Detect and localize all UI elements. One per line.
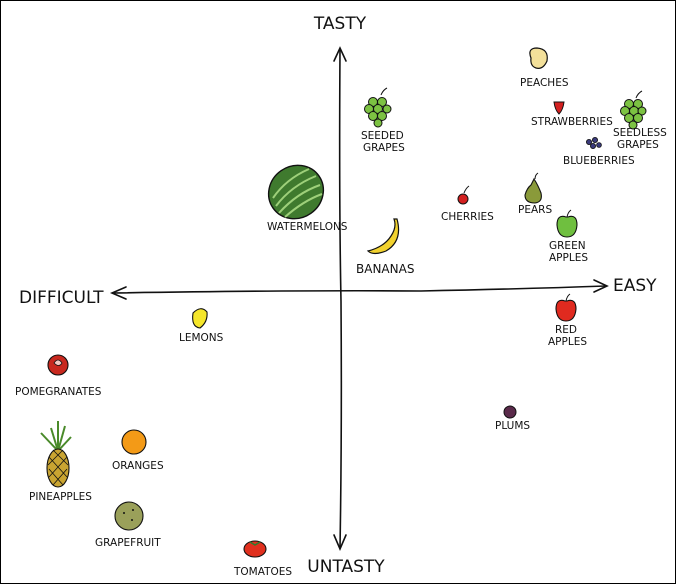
- axis-label-untasty: UNTASTY: [307, 557, 385, 577]
- label-plums: PLUMS: [495, 420, 530, 432]
- label-bananas: BANANAS: [356, 262, 414, 276]
- label-lemons: LEMONS: [179, 332, 224, 344]
- arrow-down: [333, 534, 347, 552]
- strawberry-icon: [553, 101, 565, 115]
- blueberry-icon: [586, 136, 602, 149]
- label-seedless-grapes-1: SEEDLESS: [613, 127, 667, 139]
- axis-label-easy: EASY: [613, 276, 657, 296]
- arrow-up: [333, 46, 347, 62]
- pomegranate-icon: [47, 354, 69, 376]
- label-seeded-grapes-2: GRAPES: [363, 142, 405, 154]
- label-blueberries: BLUEBERRIES: [563, 155, 635, 167]
- green-apple-icon: [556, 209, 578, 238]
- label-peaches: PEACHES: [520, 77, 569, 89]
- pineapple-icon: [40, 421, 72, 488]
- tomato-icon: [243, 540, 267, 558]
- cherry-icon: [457, 185, 470, 205]
- label-strawberries: STRAWBERRIES: [531, 116, 613, 128]
- horizontal-axis: [112, 285, 607, 294]
- peach-icon: [529, 47, 548, 69]
- label-cherries: CHERRIES: [441, 211, 494, 223]
- pear-icon: [524, 172, 542, 204]
- red-apple-icon: [555, 293, 577, 322]
- label-watermelons: WATERMELONS: [267, 221, 348, 233]
- label-seedless-grapes-2: GRAPES: [617, 139, 659, 151]
- axis-label-difficult: DIFFICULT: [19, 288, 104, 308]
- label-green-apples-2: APPLES: [549, 252, 588, 264]
- plum-icon: [503, 405, 517, 419]
- arrow-left: [109, 286, 127, 300]
- seeded-grapes-icon: [364, 87, 392, 128]
- label-grapefruit: GRAPEFRUIT: [95, 537, 161, 549]
- label-tomatoes: TOMATOES: [233, 566, 292, 578]
- watermelon-icon: [267, 164, 325, 220]
- label-pineapples: PINEAPPLES: [29, 491, 92, 503]
- vertical-axis: [338, 48, 343, 549]
- label-red-apples-1: RED: [555, 324, 577, 336]
- seedless-grapes-icon: [620, 90, 647, 130]
- label-pomegranates: POMEGRANATES: [15, 386, 102, 398]
- arrow-right: [593, 279, 609, 293]
- label-green-apples-1: GREEN: [549, 240, 586, 252]
- label-red-apples-2: APPLES: [548, 336, 587, 348]
- grapefruit-icon: [114, 501, 144, 531]
- banana-icon: [366, 218, 400, 255]
- label-oranges: ORANGES: [112, 460, 164, 472]
- lemon-icon: [192, 308, 208, 329]
- label-pears: PEARS: [518, 204, 552, 216]
- orange-icon: [121, 429, 147, 455]
- axes: [109, 46, 609, 552]
- axis-label-tasty: TASTY: [313, 14, 367, 34]
- label-seeded-grapes-1: SEEDED: [361, 130, 404, 142]
